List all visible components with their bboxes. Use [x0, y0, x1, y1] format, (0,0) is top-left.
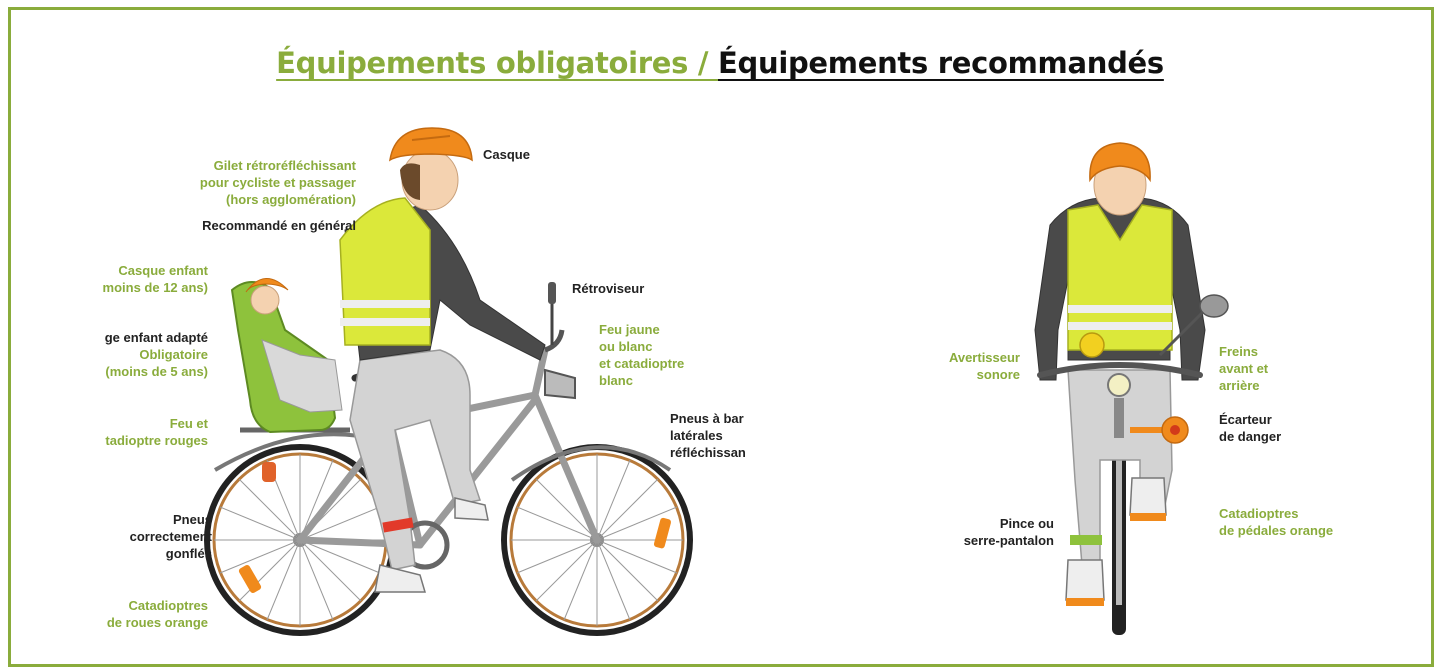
reflective-vest [339, 197, 431, 346]
label-reflective-tires: Pneus à bar latérales réfléchissan [670, 411, 746, 460]
label-helmet: Casque [483, 147, 530, 162]
page-title: Équipements obligatoires / Équipements r… [0, 46, 1440, 80]
child-helmet [245, 278, 289, 293]
label-brakes: Freins avant et arrière [1219, 344, 1269, 393]
side-bicycle [204, 282, 693, 636]
front-wheel-reflector [653, 517, 672, 549]
side-cyclist [339, 127, 546, 593]
label-trouser-clip: Pince ou serre-pantalon [963, 516, 1054, 548]
label-vest-recommended: Recommandé en général [202, 218, 356, 233]
pedal-reflector-right [1130, 513, 1166, 521]
label-danger-spacer: Écarteur de danger [1219, 412, 1282, 444]
recommended-equipment-title[interactable]: Équipements recommandés [718, 46, 1164, 80]
mandatory-equipment-title[interactable]: Équipements obligatoires / [276, 46, 718, 80]
label-front-light: Feu jaune ou blanc et catadioptre blanc [599, 322, 685, 388]
label-tire-pressure: Pneus correctement gonflés [129, 512, 212, 561]
front-mirror [1199, 294, 1229, 318]
pedal-reflector-left [1066, 598, 1104, 606]
label-wheel-reflectors: Catadioptres de roues orange [106, 598, 208, 630]
label-child-helmet: Casque enfant moins de 12 ans) [102, 263, 208, 295]
bell [1079, 332, 1105, 358]
front-cyclist [1034, 142, 1229, 635]
front-view-light [1107, 373, 1131, 397]
rear-light [262, 462, 276, 482]
label-mirror: Rétroviseur [572, 281, 645, 296]
label-rear-light: Feu et tadioptre rouges [105, 416, 208, 448]
front-helmet [1089, 142, 1151, 183]
trouser-clip [382, 517, 414, 533]
adult-helmet [389, 127, 473, 162]
label-child-seat-mandatory: Obligatoire (moins de 5 ans) [105, 347, 208, 379]
front-light [544, 368, 576, 400]
trouser-band [1070, 535, 1102, 545]
label-pedal-reflectors: Catadioptres de pédales orange [1219, 506, 1334, 538]
front-handlebar [1037, 362, 1203, 378]
label-child-seat: ge enfant adapté [104, 330, 208, 345]
rear-wheel-reflector [238, 564, 262, 594]
side-mirror [548, 282, 556, 304]
label-bell: Avertisseur sonore [948, 350, 1020, 382]
label-vest: Gilet rétroréfléchissant pour cycliste e… [199, 158, 356, 207]
child-seat [230, 278, 343, 434]
bicycle-equipment-illustration [204, 127, 1229, 636]
